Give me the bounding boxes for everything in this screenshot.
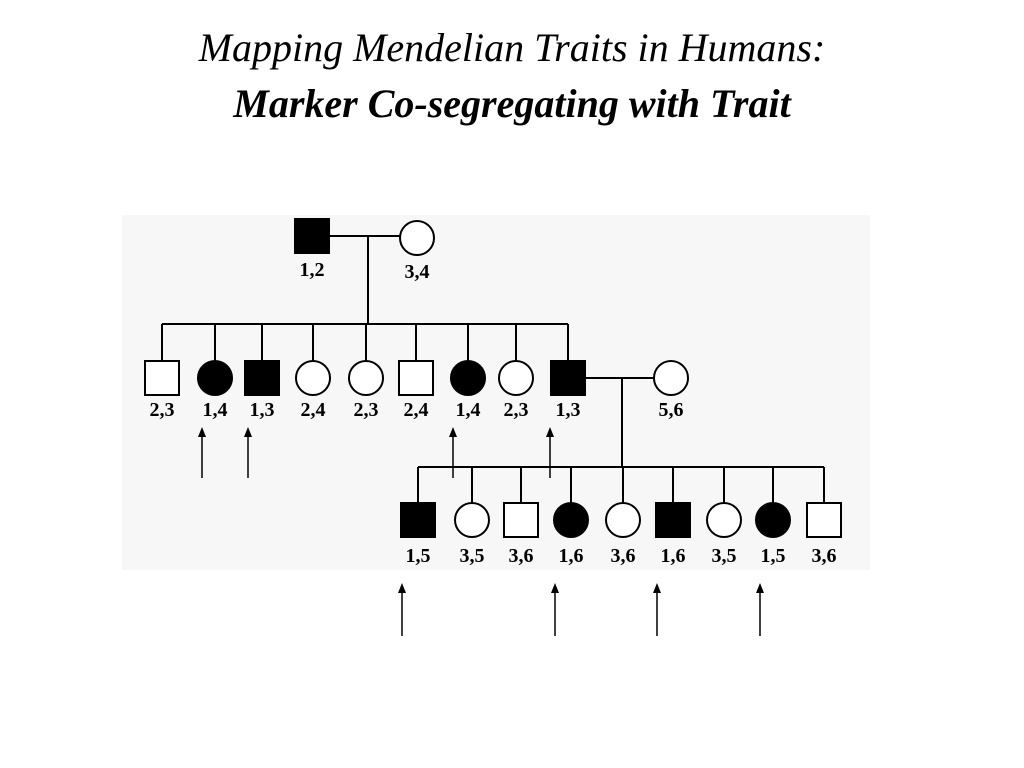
gen3-1-female-circle [454, 502, 490, 538]
gen3-5-genotype: 1,6 [661, 545, 686, 567]
gen2-6-genotype: 1,4 [456, 399, 481, 421]
gen3-4-female-circle [605, 502, 641, 538]
gen1-1-female-circle [399, 220, 435, 256]
slide-subtitle: Marker Co-segregating with Trait [233, 81, 791, 126]
gen3-6-female-circle [706, 502, 742, 538]
gen2-1-genotype: 1,4 [203, 399, 228, 421]
pedigree-symbols [144, 218, 842, 538]
gen2-8-genotype: 1,3 [556, 399, 581, 421]
gen3-5-arrow-head [653, 583, 661, 593]
gen3-8-genotype: 3,6 [812, 545, 837, 567]
gen3-7-arrow-head [756, 583, 764, 593]
gen3-2-genotype: 3,6 [509, 545, 534, 567]
gen3-8-male-square [806, 502, 842, 538]
slide-title: Mapping Mendelian Traits in Humans: [198, 25, 826, 70]
pedigree-arrows [198, 427, 764, 636]
gen2-4-genotype: 2,3 [354, 399, 379, 421]
gen2-6-female-circle [450, 360, 486, 396]
gen3-0-male-square [400, 502, 436, 538]
gen2-2-arrow-head [244, 427, 252, 437]
gen3-0-arrow-head [398, 583, 406, 593]
gen2-2-male-square [244, 360, 280, 396]
gen3-3-arrow-head [551, 583, 559, 593]
gen2-5-genotype: 2,4 [404, 399, 429, 421]
gen2-3-female-circle [295, 360, 331, 396]
gen2-7-female-circle [498, 360, 534, 396]
gen3-1-genotype: 3,5 [460, 545, 485, 567]
gen2-1-female-circle [197, 360, 233, 396]
gen2-7-genotype: 2,3 [504, 399, 529, 421]
gen3-2-male-square [503, 502, 539, 538]
gen2-5-male-square [398, 360, 434, 396]
gen2-0-male-square [144, 360, 180, 396]
gen2-spouse-genotype: 5,6 [659, 399, 684, 421]
gen3-6-genotype: 3,5 [712, 545, 737, 567]
gen3-7-female-circle [755, 502, 791, 538]
gen3-5-male-square [655, 502, 691, 538]
gen3-3-female-circle [553, 502, 589, 538]
gen2-1-arrow-head [198, 427, 206, 437]
gen2-0-genotype: 2,3 [150, 399, 175, 421]
gen2-6-arrow-head [449, 427, 457, 437]
pedigree-lines [161, 235, 825, 503]
gen3-3-genotype: 1,6 [559, 545, 584, 567]
gen1-0-male-square [294, 218, 330, 254]
gen2-4-female-circle [348, 360, 384, 396]
gen2-8-arrow-head [546, 427, 554, 437]
gen3-4-genotype: 3,6 [611, 545, 636, 567]
gen3-7-genotype: 1,5 [761, 545, 786, 567]
pedigree-labels: 1,2 3,4 2,3 1,4 1,3 2,4 2,3 2,4 1,4 2,3 1,3 5,6 1,5 3… [150, 259, 837, 567]
gen2-8-male-square [550, 360, 586, 396]
gen2-spouse-female-circle [653, 360, 689, 396]
gen1-0-genotype: 1,2 [300, 259, 325, 281]
gen2-2-genotype: 1,3 [250, 399, 275, 421]
gen1-1-genotype: 3,4 [405, 261, 430, 283]
gen2-3-genotype: 2,4 [301, 399, 326, 421]
gen3-0-genotype: 1,5 [406, 545, 431, 567]
